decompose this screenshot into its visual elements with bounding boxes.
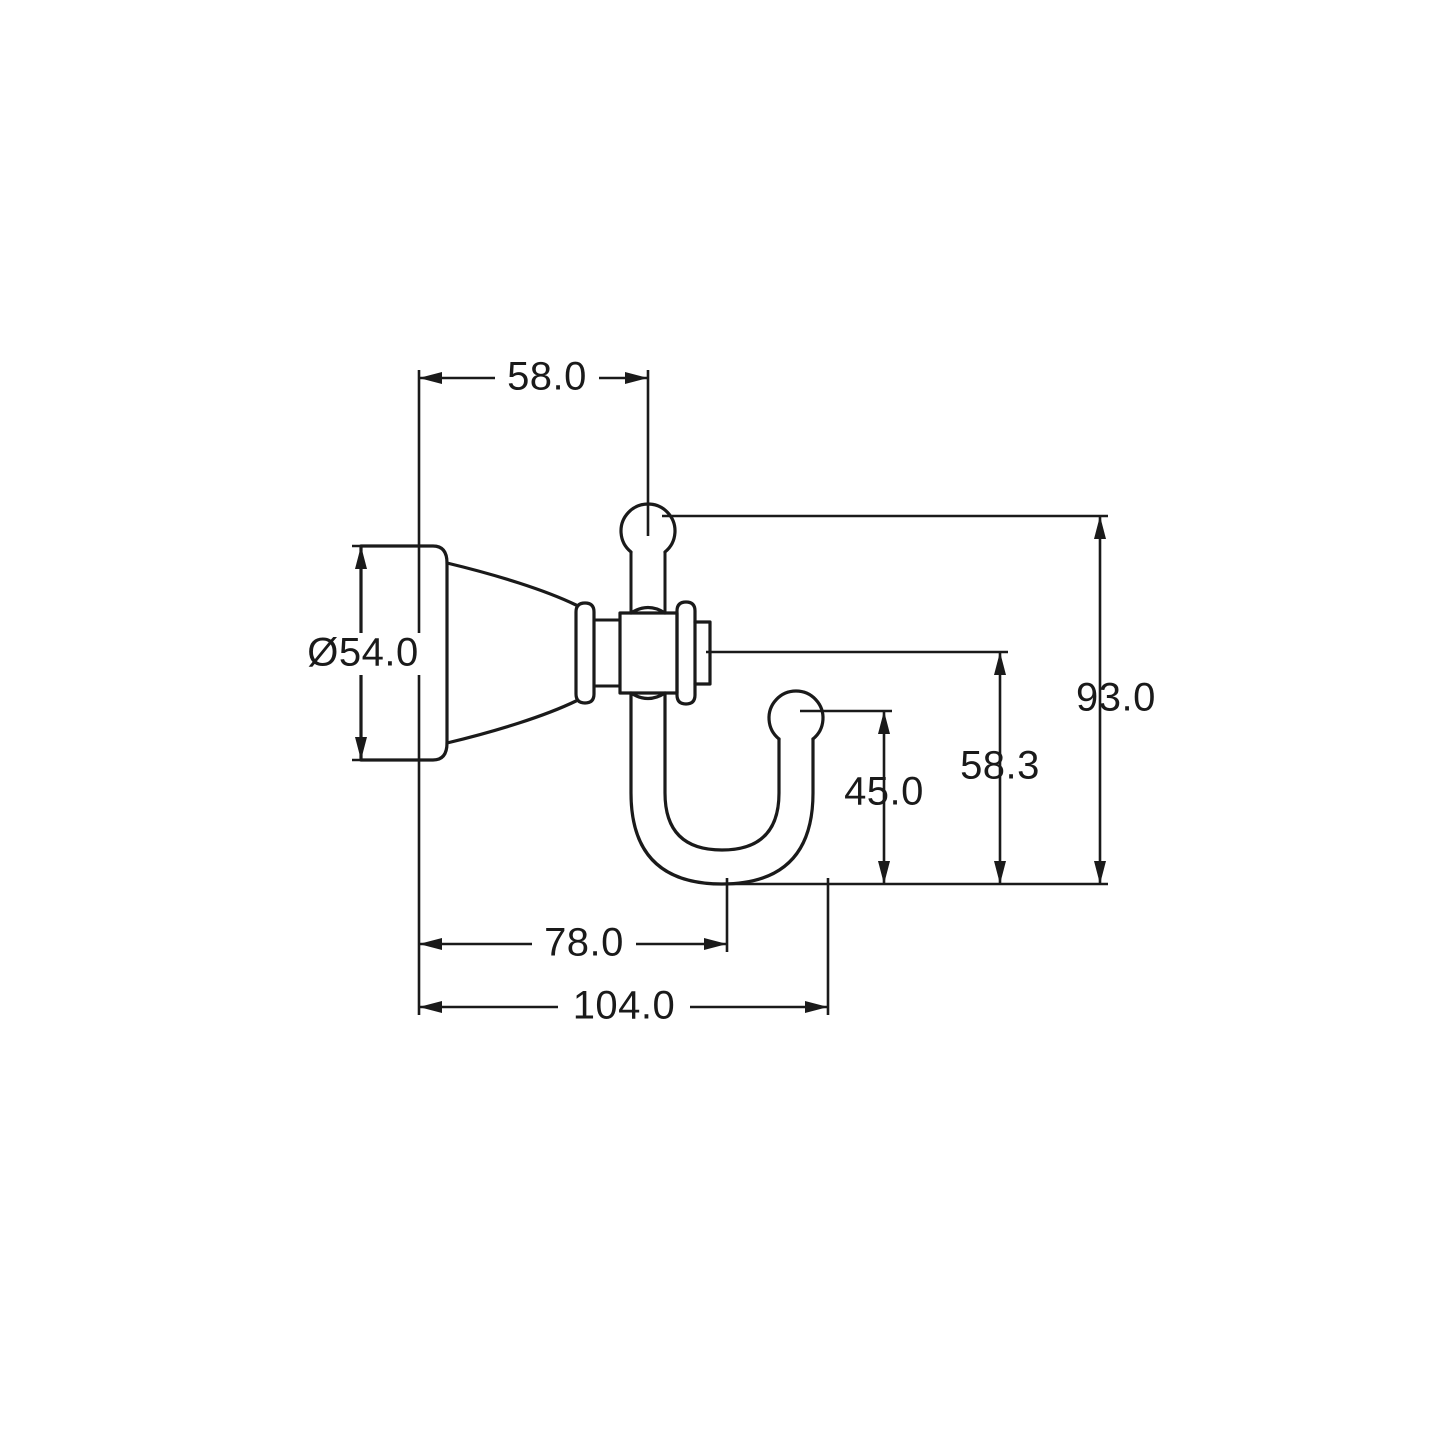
dim-text-bg-54 — [303, 633, 423, 675]
tapered-body-upper-curve — [445, 561, 578, 607]
dim-label-93: 93.0 — [1076, 676, 1156, 720]
hub-right-collar — [675, 600, 697, 706]
dimension-height-58-3: 58.3 — [960, 652, 1040, 884]
dim-text-bg-58 — [495, 358, 599, 398]
arrow-head-bottom-54 — [355, 737, 367, 760]
dimension-depth-104: 104.0 — [419, 984, 828, 1028]
dimension-width-58: 58.0 — [419, 355, 648, 399]
dim-label-45: 45.0 — [844, 770, 924, 814]
arrow-head-left-104 — [419, 1001, 442, 1013]
hook-tip-ball — [767, 689, 825, 741]
arrow-head-right-78 — [704, 938, 727, 950]
dimension-diameter-54: Ø54.0 — [303, 546, 423, 760]
dim-label-104: 104.0 — [573, 984, 676, 1028]
dimension-height-93: 93.0 — [1076, 516, 1156, 884]
hook-arm-outer — [629, 691, 815, 886]
dim-label-58: 58.0 — [507, 355, 587, 399]
collar-ring — [574, 601, 596, 705]
arrow-head-left-58 — [419, 372, 442, 384]
dim-label-78: 78.0 — [544, 921, 624, 965]
dim-text-bg-78 — [532, 924, 636, 964]
arrow-head-bottom-58-3 — [994, 861, 1006, 884]
dimension-height-45: 45.0 — [844, 711, 924, 884]
arrow-head-top-93 — [1094, 516, 1106, 539]
part-geometry-group — [359, 502, 825, 886]
extension-lines-group — [352, 370, 1108, 1015]
arrow-head-top-58-3 — [994, 652, 1006, 675]
arrow-head-top-45 — [878, 711, 890, 734]
tapered-body-lower-curve — [445, 699, 578, 745]
arrow-head-bottom-93 — [1094, 861, 1106, 884]
hub-bottom-saddle — [629, 691, 667, 701]
arrow-head-bottom-45 — [878, 861, 890, 884]
hook-arm-inner — [663, 691, 781, 852]
dim-label-54: Ø54.0 — [307, 631, 418, 675]
arrow-head-right-104 — [805, 1001, 828, 1013]
arrow-head-top-54 — [355, 546, 367, 569]
hub-top-saddle — [629, 605, 667, 615]
central-hub-body — [618, 611, 679, 695]
dim-label-58-3: 58.3 — [960, 744, 1040, 788]
dim-text-bg-104 — [558, 987, 690, 1027]
dimension-depth-78: 78.0 — [419, 921, 727, 965]
arrow-head-right-58 — [625, 372, 648, 384]
arrow-head-left-78 — [419, 938, 442, 950]
